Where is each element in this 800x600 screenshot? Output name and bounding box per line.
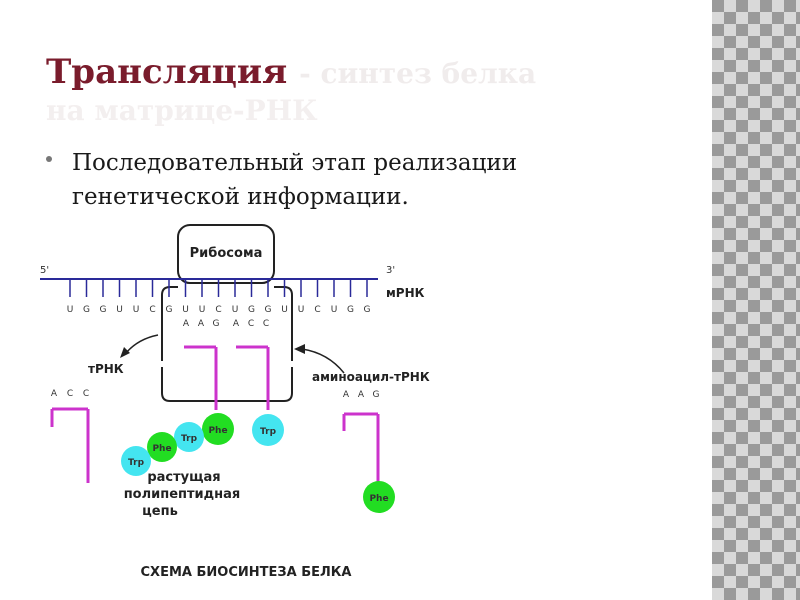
amino-trp-1-label: Trp <box>260 427 277 437</box>
diagram-caption: СХЕМА БИОСИНТЕЗА БЕЛКА <box>141 565 352 580</box>
amino-trp-3: Trp <box>121 446 151 476</box>
mrna-ticks <box>69 279 368 297</box>
three-prime-label: 3' <box>386 265 395 276</box>
mrna-base: G <box>364 305 371 315</box>
exit-arrow <box>125 334 159 354</box>
decorative-pattern-strip <box>712 0 800 600</box>
mrna-base: U <box>199 305 206 315</box>
title-main: Трансляция <box>46 52 288 92</box>
amino-phe-2-circle <box>147 432 177 462</box>
mrna-base: U <box>331 305 338 315</box>
five-prime-label: 5' <box>40 265 49 276</box>
mrna-base: G <box>100 305 107 315</box>
amino-phe-3-circle <box>363 481 395 513</box>
ribosome-lower-bracket <box>161 367 293 402</box>
amino-trp-1: Trp <box>252 414 284 446</box>
bullet-dot-icon <box>46 156 52 162</box>
amino-trp-2-label: Trp <box>181 434 198 444</box>
aminoacyl-label: аминоацил-тРНК <box>312 370 430 384</box>
trna-left-base: C <box>67 389 73 399</box>
mrna-base: U <box>182 305 189 315</box>
anticodon-base: C <box>263 319 269 329</box>
amino-trp-2-circle <box>174 422 204 452</box>
title-faded-line: на матрице-РНК <box>46 94 318 127</box>
mrna-base: U <box>67 305 74 315</box>
mrna-base: U <box>281 305 288 315</box>
mrna-base: G <box>248 305 255 315</box>
mrna-base: U <box>133 305 140 315</box>
amino-phe-1-circle <box>202 413 234 445</box>
mrna-label: мРНК <box>386 286 425 300</box>
entry-arrow-head-icon <box>294 344 305 354</box>
anticodon-base: G <box>213 319 220 329</box>
mrna-base: C <box>149 305 155 315</box>
ribosome-upper-bracket <box>161 286 293 361</box>
mrna-base: G <box>347 305 354 315</box>
bullet-item: Последовательный этап реализации генетич… <box>46 146 686 214</box>
chain-label-3: цепь <box>142 504 178 519</box>
title-faded-part: - синтез белка <box>299 57 537 90</box>
mrna-base: U <box>298 305 305 315</box>
amino-phe-3: Phe <box>363 481 395 513</box>
anticodon-base: A <box>183 319 190 329</box>
slide-title: Трансляция - синтез белка <box>46 52 536 92</box>
amino-phe-1: Phe <box>202 413 234 445</box>
aminoacyl-base: G <box>373 390 380 400</box>
amino-trp-3-circle <box>121 446 151 476</box>
anticodon-base: A <box>233 319 240 329</box>
mrna-base: C <box>314 305 320 315</box>
trna-left-base: A <box>51 389 58 399</box>
anticodon-base: A <box>198 319 205 329</box>
entry-arrow <box>301 348 345 374</box>
amino-phe-1-label: Phe <box>208 426 227 436</box>
trna-left-base: C <box>83 389 89 399</box>
amino-phe-3-label: Phe <box>369 494 388 504</box>
trna-left-label: тРНК <box>88 362 124 376</box>
mrna-base: C <box>215 305 221 315</box>
anticodon-base: C <box>248 319 254 329</box>
amino-trp-1-circle <box>252 414 284 446</box>
aminoacyl-base: A <box>358 390 365 400</box>
amino-phe-2-label: Phe <box>152 444 171 454</box>
amino-phe-2: Phe <box>147 432 177 462</box>
amino-trp-3-label: Trp <box>128 458 145 468</box>
amino-trp-2: Trp <box>174 422 204 452</box>
bullet-text: Последовательный этап реализации генетич… <box>72 150 518 210</box>
exit-arrow-head-icon <box>120 347 130 358</box>
mrna-base: G <box>83 305 90 315</box>
chain-label-2: полипептидная <box>124 487 241 502</box>
ribosome-label: Рибосома <box>190 246 263 261</box>
mrna-base: U <box>116 305 123 315</box>
ribosome-top-shape <box>177 224 275 284</box>
slide-canvas: Трансляция - синтез белка на матрице-РНК… <box>40 52 686 580</box>
mrna-base: G <box>166 305 173 315</box>
mrna-base: U <box>232 305 239 315</box>
chain-label-1: растущая <box>147 470 220 485</box>
aminoacyl-base: A <box>343 390 350 400</box>
mrna-base: G <box>265 305 272 315</box>
